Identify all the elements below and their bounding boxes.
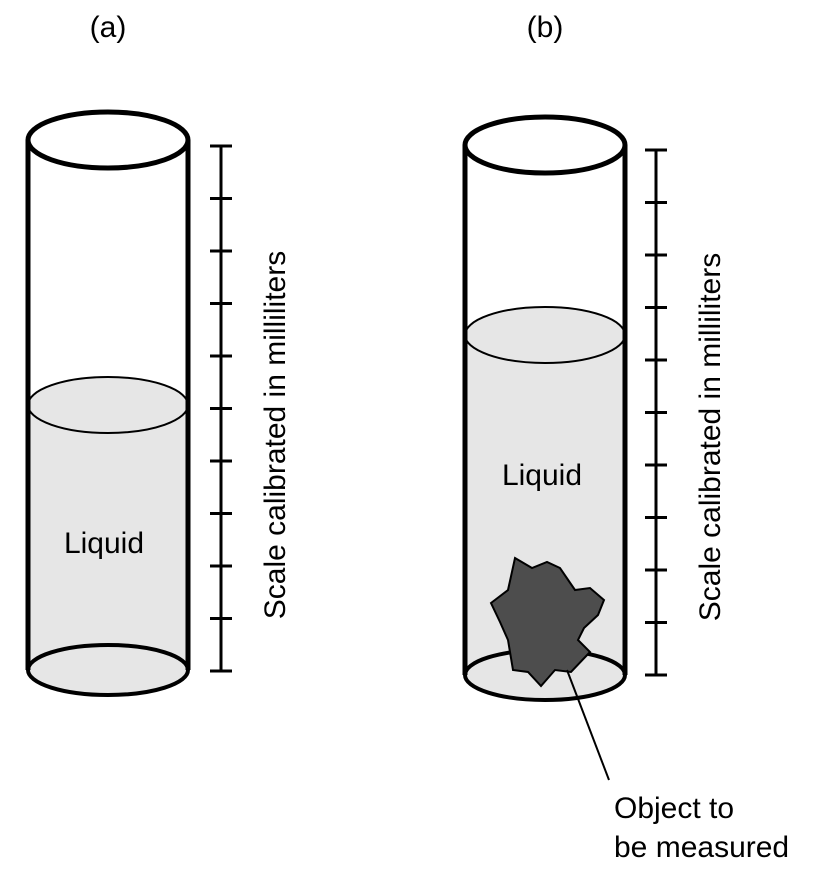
liquid-surface-a <box>27 376 189 434</box>
cylinder-rim-a <box>25 109 191 171</box>
cylinder-rim-b <box>462 114 628 176</box>
scale-a <box>210 144 232 673</box>
callout-pointer-line <box>566 669 610 781</box>
scale-ticks-a <box>210 144 232 673</box>
cylinder-b <box>462 114 628 702</box>
scale-label-b: Scale calibrated in milliliters <box>694 253 727 621</box>
liquid-label-a: Liquid <box>64 527 144 560</box>
scale-b <box>645 148 667 677</box>
scale-ticks-b <box>645 148 667 677</box>
submerged-object <box>489 556 606 688</box>
liquid-a <box>28 405 188 695</box>
liquid-label-b: Liquid <box>502 459 582 492</box>
callout-label-line2: be measured <box>614 831 789 864</box>
liquid-surface-b <box>464 306 626 364</box>
panel-a: (a) Liquid Scale calibrated in millilite… <box>25 11 292 697</box>
scale-label-a: Scale calibrated in milliliters <box>259 251 292 619</box>
panel-b: (b) Liquid Scale calibrated in millilite… <box>462 11 789 864</box>
panel-a-tag: (a) <box>90 11 127 44</box>
cylinder-a <box>25 109 191 697</box>
panel-b-tag: (b) <box>527 11 564 44</box>
callout-label-line1: Object to <box>614 792 734 825</box>
